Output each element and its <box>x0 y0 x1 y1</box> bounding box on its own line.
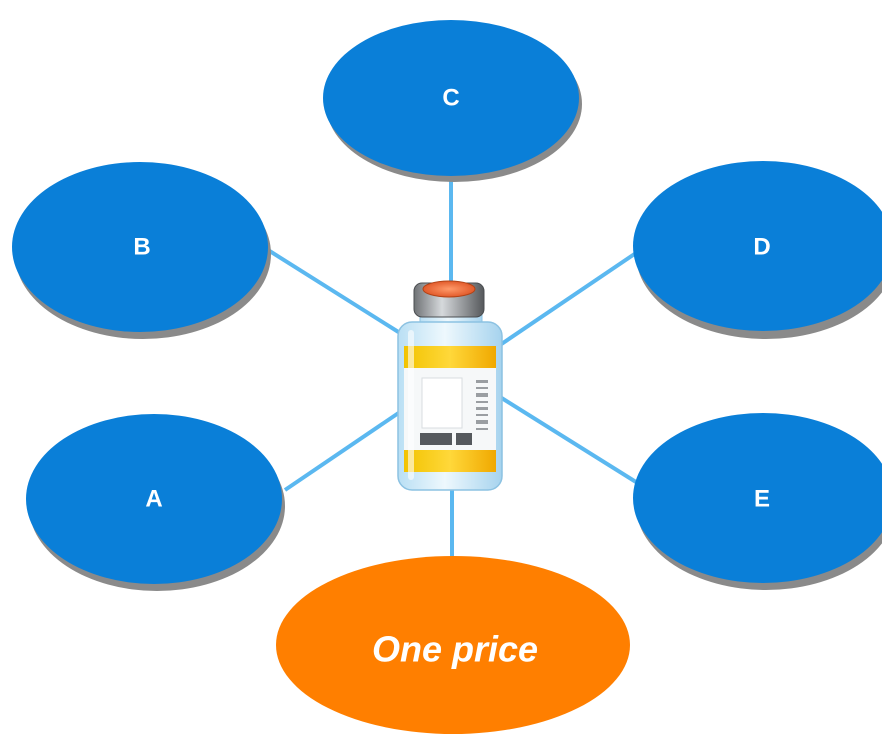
node-d-label: D <box>753 234 770 261</box>
one-price-node: One price <box>276 556 630 734</box>
node-b-ellipse <box>12 162 268 332</box>
node-e: E <box>633 413 882 590</box>
node-e-ellipse <box>633 413 882 583</box>
connectors <box>266 180 638 562</box>
node-b: B <box>12 162 271 339</box>
one-price-ellipse <box>276 556 630 734</box>
node-d: D <box>633 161 882 339</box>
node-a: A <box>26 414 285 591</box>
node-e-label: E <box>754 486 770 513</box>
connector-b <box>266 248 402 335</box>
connector-d <box>498 251 638 347</box>
node-c-label: C <box>442 85 459 112</box>
node-b-label: B <box>133 234 150 261</box>
one-price-label: One price <box>372 629 538 670</box>
connector-e <box>498 395 638 484</box>
node-d-ellipse <box>633 161 882 331</box>
node-a-ellipse <box>26 414 282 584</box>
node-c: C <box>323 20 582 182</box>
node-c-ellipse <box>323 20 579 176</box>
node-a-label: A <box>145 486 162 513</box>
connector-a <box>283 410 402 492</box>
vial-icon <box>397 280 503 491</box>
